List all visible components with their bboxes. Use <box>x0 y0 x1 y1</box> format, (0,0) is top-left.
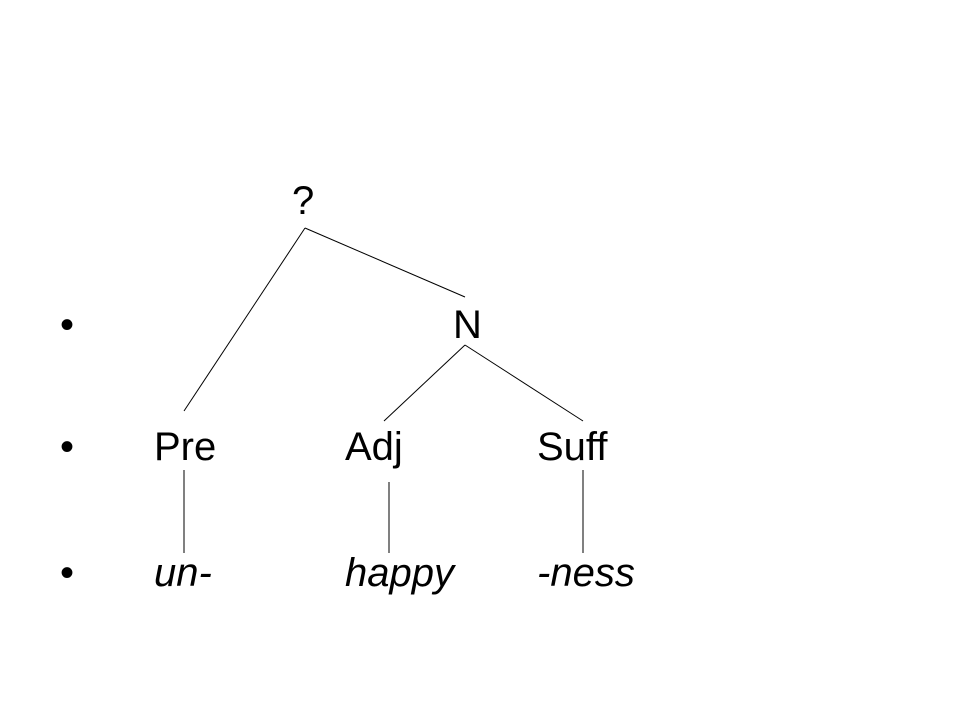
prefix-category-label: Pre <box>154 425 217 469</box>
noun-node-label: N <box>453 303 482 347</box>
edge-n-to-adj <box>383 344 466 422</box>
bullet-1: • <box>60 303 75 347</box>
adjective-morpheme: happy <box>345 551 454 595</box>
root-node-label: ? <box>292 179 315 223</box>
adjective-category-label: Adj <box>345 425 403 469</box>
edge-root-to-pre <box>183 227 306 412</box>
bullet-3: • <box>60 551 75 595</box>
bullet-2: • <box>60 425 75 469</box>
suffix-morpheme: -ness <box>537 551 635 595</box>
edge-root-to-n <box>304 227 466 298</box>
suffix-category-label: Suff <box>537 425 608 469</box>
prefix-morpheme: un- <box>154 551 212 595</box>
edge-n-to-suff <box>464 344 584 422</box>
